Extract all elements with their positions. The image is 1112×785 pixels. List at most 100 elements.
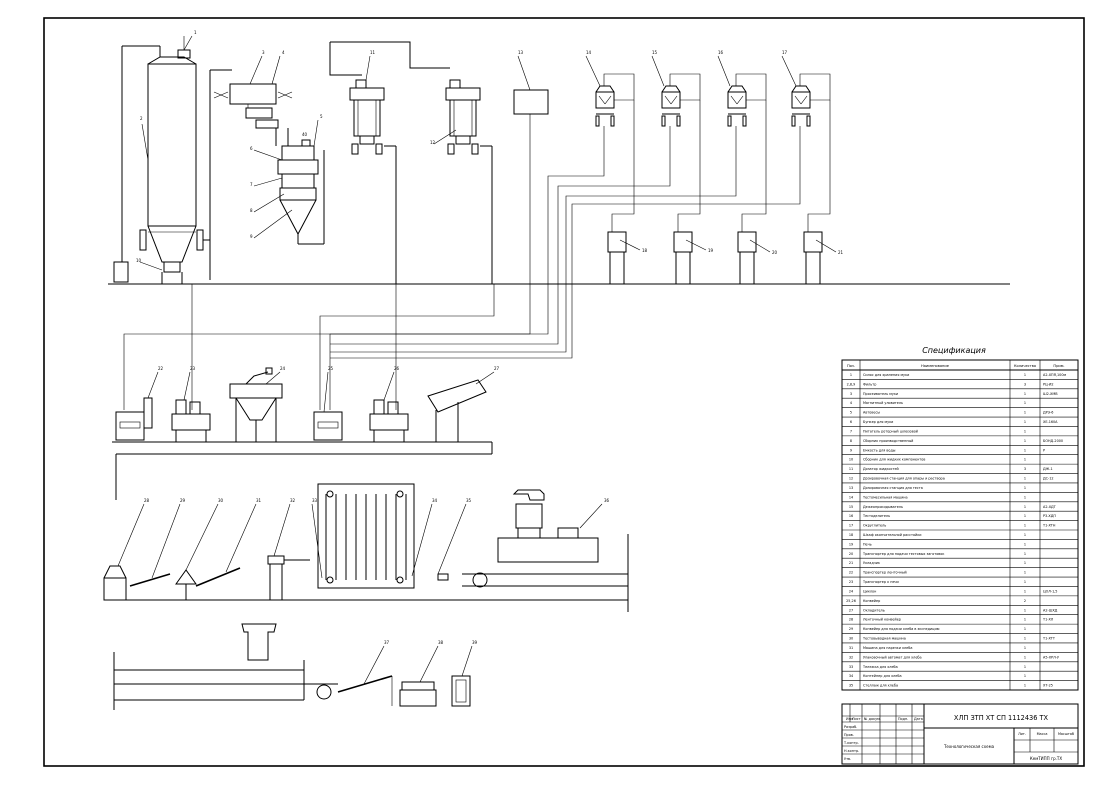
spec-cell-pos: 5 — [850, 411, 852, 415]
spec-cell-qty: 1 — [1024, 533, 1026, 537]
spec-cell-qty: 1 — [1024, 684, 1026, 688]
flour-silo — [113, 36, 232, 284]
callout-number: 16 — [718, 50, 724, 55]
spec-cell-qty: 3 — [1024, 467, 1026, 471]
spec-cell-name: Автовесы — [863, 411, 880, 415]
spec-cell-qty: 1 — [1024, 495, 1026, 499]
spec-cell-note: А2-ХПЯ,100м — [1043, 373, 1066, 377]
callout-number: 21 — [838, 250, 844, 255]
spec-cell-qty: 1 — [1024, 608, 1026, 612]
spec-cell-pos: 27 — [849, 608, 853, 612]
spec-cell-qty: 1 — [1024, 458, 1026, 462]
spec-cell-name: Просеиватель муки — [863, 392, 898, 396]
spec-cell-note: Т1-ХЛ — [1042, 618, 1054, 622]
packing-table — [399, 689, 437, 707]
callout-number: 29 — [180, 498, 186, 503]
spec-cell-name: Тестомесильная машина — [862, 495, 908, 499]
spec-cell-name: Транспортер ленточный — [862, 571, 907, 575]
spec-cell-pos: 23 — [849, 580, 853, 584]
spec-cell-pos: 34 — [849, 674, 853, 678]
spec-cell-pos: 18 — [849, 533, 853, 537]
callout-number: 36 — [604, 498, 610, 503]
callout-number: 26 — [394, 366, 400, 371]
callout-number: 1 — [194, 30, 197, 35]
spec-cell-name: Дозировочная станция для опары и раствор… — [863, 477, 945, 481]
spec-cell-pos: 2,8,9 — [847, 382, 856, 386]
spec-cell-qty: 1 — [1024, 646, 1026, 650]
rounder — [175, 569, 197, 585]
spec-cell-qty: 1 — [1024, 637, 1026, 641]
spec-cell-pos: 1 — [850, 373, 852, 377]
spec-cell-name: Фильтр — [863, 382, 876, 386]
mixer-2 — [369, 399, 409, 442]
pneumo-line — [330, 41, 450, 69]
spec-cell-pos: 24 — [849, 589, 853, 593]
callout-leaders — [117, 35, 837, 685]
spec-header-name: Наименование — [921, 364, 950, 368]
callout-number: 31 — [256, 498, 262, 503]
spec-cell-note: Р3-ХДП — [1043, 514, 1056, 518]
spec-header-note: Прим. — [1053, 364, 1064, 368]
callout-number: 14 — [586, 50, 592, 55]
cooling-section — [113, 623, 471, 710]
spec-cell-qty: 1 — [1024, 665, 1026, 669]
spec-cell-pos: 31 — [849, 646, 853, 650]
spec-cell-note: А5-ХРЛ-У — [1043, 655, 1060, 659]
spec-cell-pos: 15 — [849, 505, 853, 509]
spec-cell-name: Тестоделитель — [862, 514, 890, 518]
spec-cell-name: Сборник производственный — [863, 439, 913, 443]
callout-number: 35 — [466, 498, 472, 503]
callout-number: 12 — [430, 140, 436, 145]
tb-col-date: Дата — [914, 717, 923, 721]
tb-row-approve: Утв. — [844, 757, 851, 761]
spec-cell-note: А2-ШХД — [1043, 608, 1058, 612]
filter-8 — [349, 79, 397, 284]
callout-number: 17 — [782, 50, 788, 55]
spec-cell-qty: 1 — [1024, 401, 1026, 405]
spec-cell-qty: 1 — [1024, 373, 1026, 377]
spec-header-qty: Количество — [1014, 364, 1036, 368]
callout-number: 11 — [370, 50, 376, 55]
spec-cell-name: Емкость для воды — [863, 448, 896, 452]
spec-cell-pos: 19 — [849, 542, 853, 546]
baking-section — [103, 483, 629, 612]
spec-cell-pos: 28 — [849, 618, 853, 622]
callout-number: 6 — [250, 146, 253, 151]
spec-cell-name: Дежеопрокидыватель — [863, 505, 903, 509]
belt-conveyor — [337, 675, 393, 693]
spec-cell-note: ЦОЛ-1,5 — [1043, 589, 1057, 593]
spec-cell-name: Печь — [863, 542, 872, 546]
filter-9 — [445, 79, 493, 284]
stage-lit: Лит. — [1018, 732, 1026, 736]
spec-cell-qty: 1 — [1024, 542, 1026, 546]
tb-col-sign: Подп. — [898, 717, 908, 721]
drawing-code: ХЛП ЗТП ХТ СП 1112436 ТХ — [954, 714, 1049, 722]
callout-number: 39 — [472, 640, 478, 645]
spec-cell-pos: 9 — [850, 448, 852, 452]
spec-cell-pos: 32 — [849, 655, 853, 659]
callout-number: 7 — [250, 182, 253, 187]
kneading-section — [112, 367, 493, 500]
organization: КемТИПП гр.ТХ — [1030, 756, 1062, 761]
storage-section — [108, 36, 1010, 410]
callout-number: 33 — [312, 498, 318, 503]
callout-number: 5 — [320, 114, 323, 119]
callout-number: 18 — [642, 248, 648, 253]
spec-cell-pos: 35 — [849, 684, 853, 688]
callout-number: 19 — [708, 248, 714, 253]
spec-cell-qty: 1 — [1024, 627, 1026, 631]
tb-col-list: Лист — [852, 717, 861, 721]
spec-cell-name: Стеллаж для хлеба — [863, 684, 898, 688]
spec-cell-pos: 11 — [849, 467, 853, 471]
oven — [437, 489, 629, 612]
spec-cell-pos: 20 — [849, 552, 853, 556]
liquid-collectors — [123, 73, 831, 410]
spec-cell-name: Тестовыводная машина — [862, 637, 906, 641]
spec-cell-name: Шкаф окончательной расстойки — [863, 533, 922, 537]
spec-cell-name: Циклон — [863, 589, 876, 593]
callout-number: 15 — [652, 50, 658, 55]
tb-row-dev: Разраб. — [844, 725, 857, 729]
